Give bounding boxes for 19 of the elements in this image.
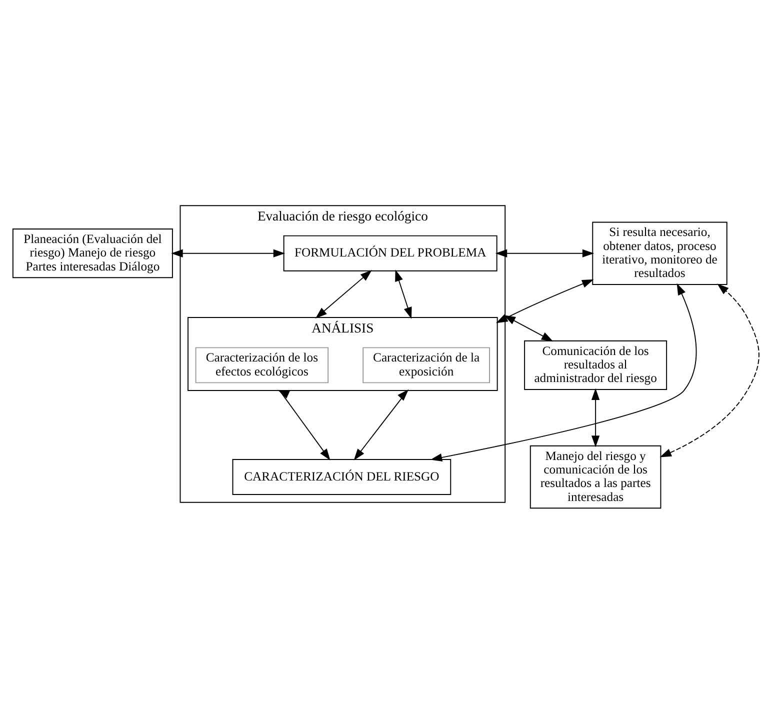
node-box: CARACTERIZACIÓN DEL RIESGO [232, 459, 452, 496]
arrow [395, 270, 412, 319]
arrow [591, 388, 600, 448]
node-box: Caracterización de la exposición [362, 347, 490, 384]
arrow [354, 389, 409, 460]
node-box: Caracterización de los efectos ecológicos [195, 347, 329, 384]
node-box: Manejo del riesgo y comunicación de los resultados a las partes interesadas [530, 445, 662, 509]
arrow [660, 284, 760, 458]
arrow [315, 270, 372, 318]
node-box: Planeación (Evaluación del riesgo) Manejo de riesgo Partes interesadas Diálogo [12, 228, 173, 278]
arrow [495, 249, 594, 258]
node-box: Si resulta necesario, obtener datos, proceso iterativo, monitoreo de resultados [592, 222, 728, 285]
node-box: FORMULACIÓN DEL PROBLEMA [283, 235, 498, 272]
node-box: Comunicación de los resultados al administrador del riesgo [524, 340, 668, 390]
arrow [278, 390, 330, 460]
arrow [430, 283, 697, 462]
arrow [171, 249, 286, 258]
arrow [496, 279, 594, 324]
arrow [504, 315, 554, 342]
